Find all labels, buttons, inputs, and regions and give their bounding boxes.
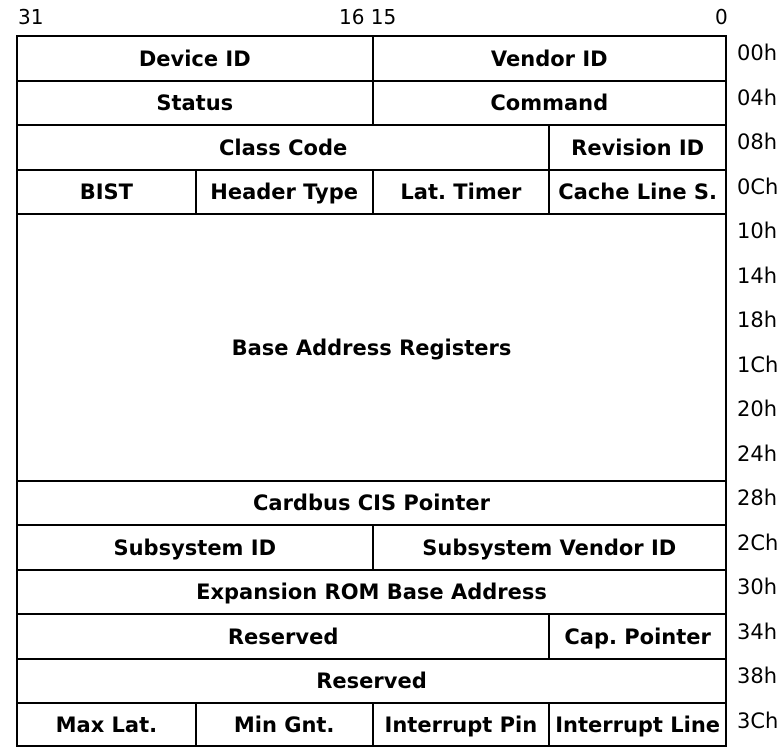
offset-label: 0Ch bbox=[737, 174, 779, 199]
register-field: Base Address Registers bbox=[231, 335, 512, 360]
register-row: Class Code Revision ID bbox=[18, 124, 725, 169]
register-field: Subsystem ID bbox=[113, 535, 276, 560]
offset-label: 1Ch bbox=[737, 352, 779, 377]
register-field: Min Gnt. bbox=[194, 704, 372, 745]
register-field: Interrupt Pin bbox=[371, 704, 549, 745]
register-row: Subsystem ID Subsystem Vendor ID bbox=[18, 524, 725, 569]
register-field: Cache Line S. bbox=[548, 171, 725, 213]
register-field: Vendor ID bbox=[371, 37, 726, 80]
offset-label: 00h bbox=[737, 41, 778, 65]
register-field: Max Lat. bbox=[55, 712, 158, 737]
register-row: Cardbus CIS Pointer bbox=[18, 480, 725, 524]
offset-label: 2Ch bbox=[737, 530, 779, 555]
register-row: Device ID Vendor ID bbox=[18, 37, 725, 80]
offset-label: 3Ch bbox=[737, 708, 779, 733]
register-field: Class Code bbox=[219, 135, 348, 160]
offset-label: 08h bbox=[737, 130, 778, 154]
register-field: Status bbox=[156, 91, 234, 115]
offset-label: 04h bbox=[737, 85, 778, 110]
register-field: Header Type bbox=[194, 171, 372, 213]
offset-label: 20h bbox=[737, 397, 778, 421]
register-field: BIST bbox=[79, 180, 134, 204]
register-field: Reserved bbox=[227, 624, 339, 649]
offset-label: 10h bbox=[737, 219, 778, 243]
register-row: Expansion ROM Base Address bbox=[18, 569, 725, 613]
register-field: Cardbus CIS Pointer bbox=[252, 491, 491, 515]
offset-label: 24h bbox=[737, 441, 778, 466]
register-field: Revision ID bbox=[548, 126, 725, 169]
register-field: Subsystem Vendor ID bbox=[371, 526, 726, 569]
offset-label: 28h bbox=[737, 486, 778, 510]
register-row: Reserved Cap. Pointer bbox=[18, 613, 725, 658]
register-field: Reserved bbox=[316, 669, 427, 693]
register-row: Reserved bbox=[18, 658, 725, 702]
register-field: Lat. Timer bbox=[371, 171, 549, 213]
register-field: Command bbox=[371, 82, 726, 124]
bit-label-31: 31 bbox=[18, 5, 44, 29]
offset-label: 18h bbox=[737, 308, 778, 332]
register-row: Status Command bbox=[18, 80, 725, 124]
bit-label-16-15: 16 15 bbox=[339, 5, 397, 29]
offset-label: 38h bbox=[737, 664, 778, 688]
register-field: Interrupt Line bbox=[548, 704, 725, 745]
bit-label-0: 0 bbox=[715, 5, 728, 29]
offset-label: 30h bbox=[737, 575, 778, 599]
register-field: Device ID bbox=[138, 46, 251, 71]
offset-label: 14h bbox=[737, 263, 778, 288]
register-field: Expansion ROM Base Address bbox=[196, 580, 547, 604]
register-field: Cap. Pointer bbox=[548, 615, 725, 658]
offset-label: 34h bbox=[737, 619, 778, 644]
register-row: Base Address Registers bbox=[18, 213, 725, 480]
